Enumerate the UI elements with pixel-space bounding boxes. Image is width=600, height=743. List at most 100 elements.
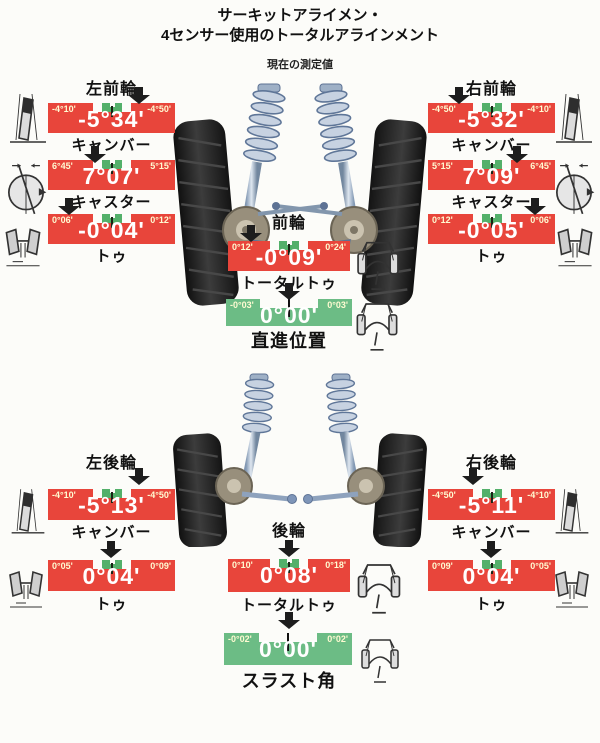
car-underbody-icon (357, 564, 401, 614)
measured-value: 0°04' (82, 563, 141, 589)
spec-max-label: 0°09' (150, 561, 171, 571)
page-title-line2: 4センサー使用のトータルアラインメント (161, 26, 439, 44)
spec-max-label: 0°02' (327, 634, 348, 644)
spec-notch (472, 214, 511, 228)
spec-notch (260, 299, 318, 317)
spec-notch (92, 160, 131, 174)
meter-thrust-angle: -0°02' 0°02' 0°00' (224, 633, 352, 665)
meter-caption: キャンバー (71, 137, 152, 154)
heading-rear-right: 右後輪 (465, 455, 517, 472)
spec-min-label: -0°03' (230, 300, 254, 310)
heading-rear-center: 後輪 (271, 523, 306, 540)
toe-axle-icon (557, 228, 593, 267)
spec-notch (92, 489, 131, 503)
meter-rear-total-toe: 0°10' 0°18' 0°08' (228, 559, 350, 592)
measured-value: -0°05' (458, 217, 525, 243)
measured-value: -5°11' (458, 492, 525, 518)
meter-caption: スラスト角 (241, 671, 337, 691)
page-title-line1: サーキットアライメン・ (217, 7, 383, 24)
camber-icon (554, 488, 590, 534)
down-arrow-icon (128, 87, 150, 104)
down-arrow-icon (462, 468, 484, 485)
down-arrow-icon (84, 146, 106, 163)
caster-icon (8, 162, 48, 215)
spec-min-label: -4°10' (52, 104, 76, 114)
meter-right-rear-camber: -4°50' -4°10' -5°11' (428, 489, 555, 520)
down-arrow-icon (524, 198, 546, 215)
down-arrow-icon (278, 612, 300, 629)
car-underbody-icon (361, 639, 399, 683)
down-arrow-icon (480, 541, 502, 558)
spec-min-label: -4°50' (432, 490, 456, 500)
toe-axle-icon (555, 571, 589, 608)
spec-notch (270, 241, 308, 255)
car-underbody-icon (356, 303, 398, 351)
spec-min-label: 0°06' (52, 215, 73, 225)
meter-left-front-toe: 0°06' 0°12' -0°04' (48, 214, 175, 244)
meter-left-rear-toe: 0°05' 0°09' 0°04' (48, 560, 175, 591)
measured-value: -5°13' (78, 492, 145, 518)
measured-value: 7°09' (462, 163, 521, 189)
spec-min-label: 0°05' (52, 561, 73, 571)
spec-notch (472, 103, 511, 117)
spec-min-label: 6°45' (52, 161, 73, 171)
camber-icon (9, 93, 47, 143)
spec-max-label: 0°24' (325, 242, 346, 252)
measured-value: -5°34' (78, 106, 145, 132)
meter-caption: 直進位置 (251, 331, 327, 351)
measured-value: 0°00' (259, 302, 319, 328)
meter-caption: トータルトゥ (240, 597, 337, 614)
spec-max-label: 0°18' (325, 560, 346, 570)
meter-right-front-camber: -4°50' -4°10' -5°32' (428, 103, 555, 133)
spec-max-label: 0°05' (530, 561, 551, 571)
toe-axle-icon (9, 571, 43, 608)
spec-min-label: 0°12' (432, 215, 453, 225)
measured-value: 0°04' (462, 563, 521, 589)
measured-value: 7°07' (82, 163, 141, 189)
down-arrow-icon (128, 468, 150, 485)
meter-left-front-caster: 6°45' 5°15' 7°07' (48, 160, 175, 190)
spec-notch (472, 489, 511, 503)
meter-right-front-caster: 5°15' 6°45' 7°09' (428, 160, 555, 190)
down-arrow-icon (448, 87, 470, 104)
spec-min-label: 0°10' (232, 560, 253, 570)
spec-min-label: 0°09' (432, 561, 453, 571)
spec-notch (92, 560, 131, 574)
spec-max-label: 0°12' (150, 215, 171, 225)
meter-right-front-toe: 0°12' 0°06' -0°05' (428, 214, 555, 244)
meter-caption: キャンバー (71, 524, 152, 541)
spec-min-label: 0°12' (232, 242, 253, 252)
measured-value: 0°08' (259, 562, 319, 588)
measured-value: -0°09' (255, 244, 323, 270)
spec-min-label: 5°15' (432, 161, 453, 171)
down-arrow-icon (278, 540, 300, 557)
meter-caption: キャンバー (451, 524, 532, 541)
down-arrow-icon (100, 541, 122, 558)
down-arrow-icon (278, 283, 300, 300)
spec-max-label: -4°10' (527, 490, 551, 500)
down-arrow-icon (240, 225, 262, 242)
heading-front-center: 前輪 (271, 215, 306, 232)
spec-notch (259, 633, 317, 651)
camber-icon (555, 93, 593, 143)
spec-notch (472, 160, 511, 174)
meter-right-rear-toe: 0°09' 0°05' 0°04' (428, 560, 555, 591)
spec-max-label: 5°15' (150, 161, 171, 171)
meter-left-front-camber: -4°10' -4°50' -5°34' (48, 103, 175, 133)
spec-notch (92, 103, 131, 117)
car-underbody-icon (357, 241, 399, 290)
meter-caption: トゥ (475, 596, 508, 613)
heading-front-right: 右前輪 (465, 81, 517, 98)
meter-caption: キャンバー (451, 137, 532, 154)
spec-max-label: -4°50' (147, 104, 171, 114)
toe-axle-icon (5, 228, 41, 267)
meter-front-total-toe: 0°12' 0°24' -0°09' (228, 241, 350, 271)
spec-min-label: -4°10' (52, 490, 76, 500)
rear-suspension-illustration (173, 372, 430, 547)
meter-straight-ahead-position: -0°03' 0°03' 0°00' (226, 299, 352, 328)
down-arrow-icon (506, 146, 528, 163)
measured-value: 0°00' (258, 636, 318, 662)
heading-front-left: 左前輪 (85, 81, 137, 98)
spec-max-label: -4°50' (147, 490, 171, 500)
meter-left-rear-camber: -4°10' -4°50' -5°13' (48, 489, 175, 520)
